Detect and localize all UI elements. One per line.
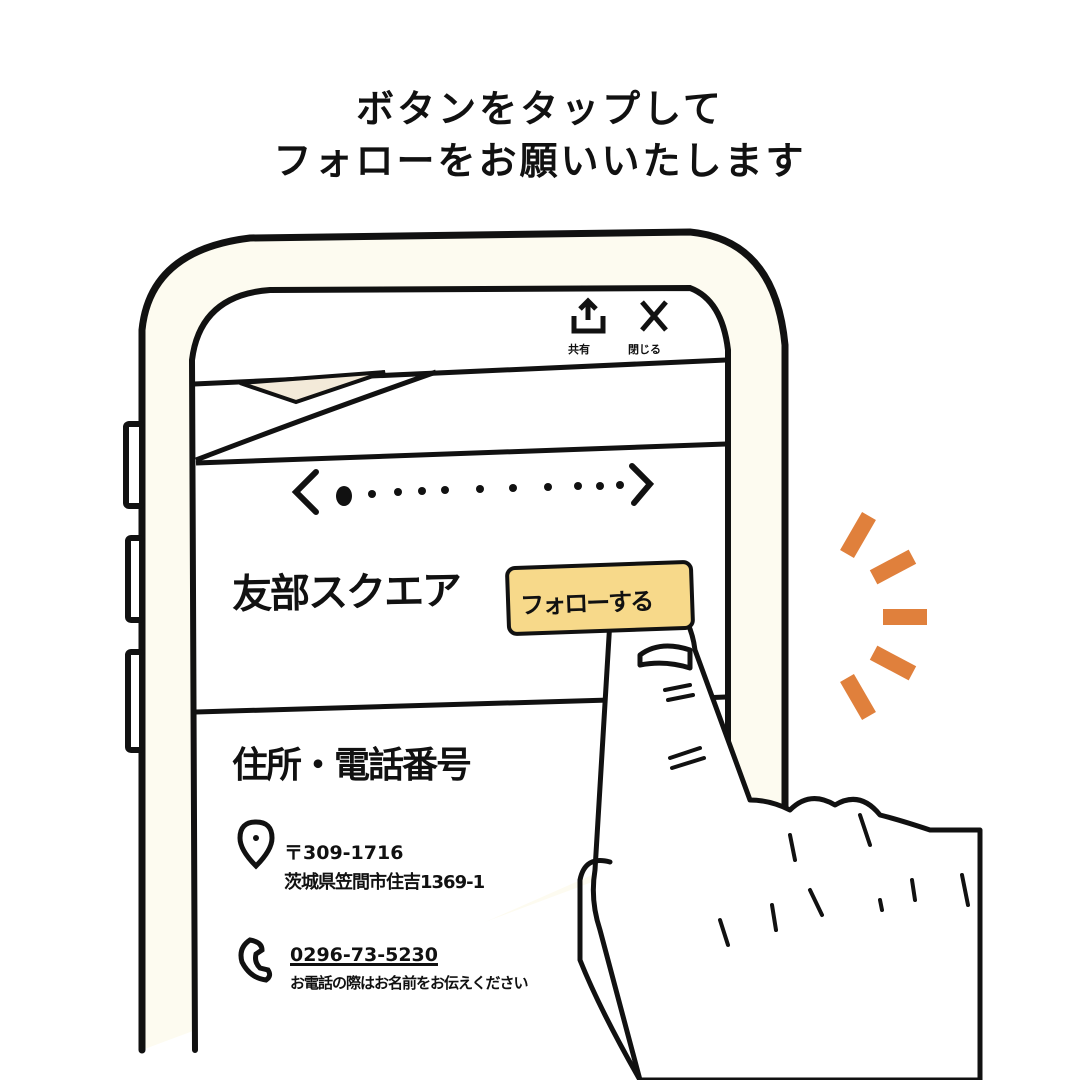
side-button-1 xyxy=(123,421,145,509)
follow-button[interactable]: フォローする xyxy=(504,559,696,637)
chevron-right-icon xyxy=(629,463,655,506)
chevron-left-icon xyxy=(291,469,319,515)
phone-number-link[interactable]: 0296-73-5230 xyxy=(290,944,438,966)
tap-burst-icon xyxy=(840,511,927,721)
address: 茨城県笠間市住吉1369-1 xyxy=(284,872,485,893)
share-label[interactable]: 共有 xyxy=(568,343,590,356)
phone-note: お電話の際はお名前をお伝えください xyxy=(290,974,529,992)
caption-line-2: フォローをお願いいたします xyxy=(273,139,807,183)
follow-button-label: フォローする xyxy=(519,587,653,620)
side-button-2 xyxy=(125,535,145,623)
close-icon xyxy=(640,300,668,332)
close-label[interactable]: 閉じる xyxy=(628,343,661,356)
phone-icon xyxy=(238,937,273,983)
side-button-3 xyxy=(125,649,145,753)
contact-section-title: 住所・電話番号 xyxy=(232,745,472,786)
location-pin-icon xyxy=(237,819,275,870)
profile-name: 友部スクエア xyxy=(231,568,461,618)
share-icon xyxy=(571,297,606,334)
caption-line-1: ボタンをタップして xyxy=(356,87,724,131)
postal-code: 〒309-1716 xyxy=(284,842,404,864)
carousel-dot-active xyxy=(336,486,352,506)
carousel-dots xyxy=(368,481,624,498)
